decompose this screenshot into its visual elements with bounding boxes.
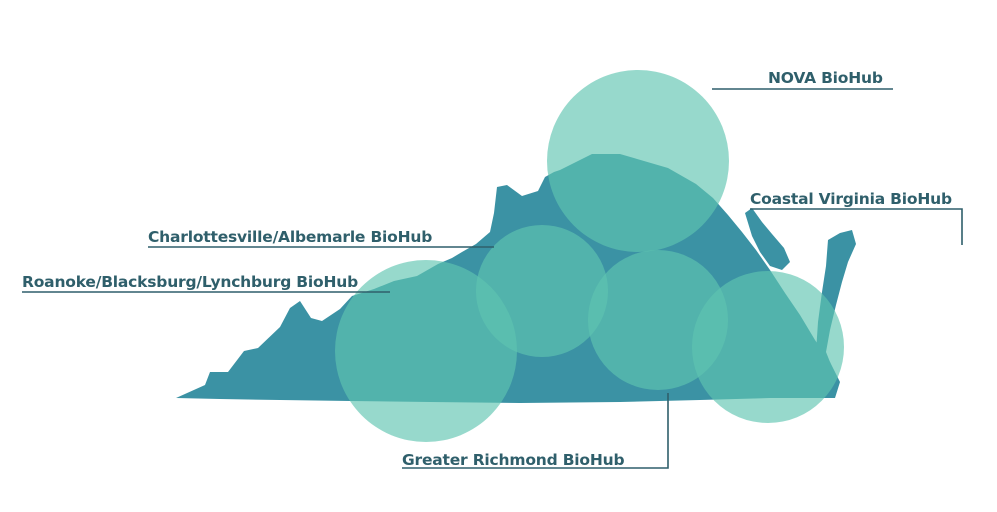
leader-line-richmond (402, 393, 669, 469)
label-charlottesville-biohub[interactable]: Charlottesville/Albemarle BioHub (148, 228, 433, 246)
leader-line-coastal (750, 208, 963, 245)
label-nova-biohub[interactable]: NOVA BioHub (768, 69, 883, 87)
label-greater-richmond-biohub[interactable]: Greater Richmond BioHub (402, 451, 625, 469)
label-roanoke-biohub[interactable]: Roanoke/Blacksburg/Lynchburg BioHub (22, 273, 358, 291)
label-coastal-virginia-biohub[interactable]: Coastal Virginia BioHub (750, 190, 952, 208)
hub-circle-nova[interactable] (547, 70, 729, 252)
hub-circle-coastal[interactable] (692, 271, 844, 423)
hub-circle-roanoke[interactable] (335, 260, 517, 442)
northern-neck-shape (745, 208, 790, 270)
leader-lines (22, 88, 963, 469)
